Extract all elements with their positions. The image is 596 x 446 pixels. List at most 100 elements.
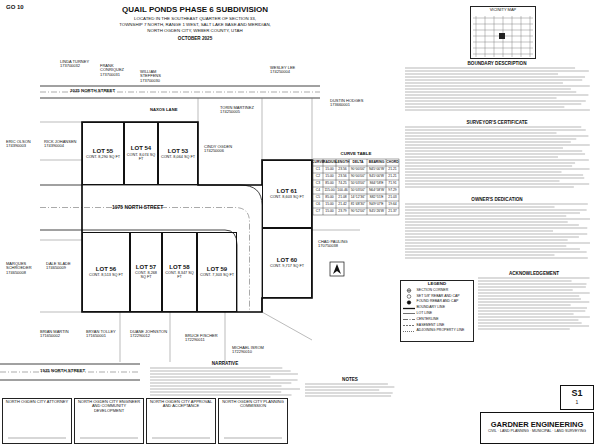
parcel-owner: DUSTIN HODGES 173660001 [330,99,368,108]
sheet-subtitle: TOWNSHIP 7 NORTH, RANGE 1 WEST, SALT LAK… [119,23,271,28]
node-body: CONT. 9,717 SQ FT [270,264,304,268]
curve-table-cell: 81°48'30" [351,203,366,207]
legend-text: LOT LINE [417,312,433,316]
parcel-owner: DUANE JOHNSTON 172290012 [130,330,168,339]
curve-table-cell: 97.29 [388,189,397,193]
legend-row: CENTERLINE [403,317,472,322]
curve-table-cell: 74.25 [338,182,347,186]
curve-table-cell: 21.03 [388,196,397,200]
legend-row: BOUNDARY LINE [403,306,472,311]
node-body: CONT. 8,290 SQ FT [86,155,120,159]
lot-parcel: LOT 56CONT. 8,513 SQ FT [82,232,130,312]
parcel-owner: WILLIAM STEFFENS 173700030 [140,70,178,83]
legend-row: ADJOINING PROPERTY LINE [403,329,472,334]
curve-table-grid [313,159,399,215]
legend-sample [403,294,415,299]
lot-parcel: LOT 57CONT. 8,268 SQ FT [130,232,162,312]
curve-table-cell: 90°00'00" [351,168,366,172]
curve-table-cell: 85.00 [325,196,334,200]
lot-parcel: LOT 54CONT. 8,074 SQ FT [124,122,158,185]
title-block: GARDNER ENGINEERINGCIVIL · LAND PLANNING… [480,412,594,444]
curve-table-cell: 90°00'00" [351,175,366,179]
node-heading: LOT 56 [96,266,116,273]
curve-table-cell: 90°52'00" [351,210,366,214]
curve-table-cell: 21.08 [338,196,347,200]
curve-table-cell: 21.21 [388,168,397,172]
curve-table-cell: C6 [316,203,320,207]
node-heading: LOT 57 [136,264,156,271]
node-heading: LOT 53 [168,148,188,155]
signature-lines [8,438,282,439]
curve-table-cell: C2 [316,175,320,179]
legend-row: LOT LINE [403,311,472,316]
legend-box: LEGENDSECTION CORNERSET 5/8" REBAR AND C… [400,280,474,342]
curve-table-cell: 15.00 [325,175,334,179]
curve-table-cell: 21.37 [388,210,397,214]
node-heading: NORTH OGDEN CITY ENGINEER AND COMMUNITY … [77,400,142,413]
node-heading: LOT 54 [131,145,151,152]
curve-table-cell: N45°00'W [369,168,384,172]
legend-row: SET 5/8" REBAR AND CAP [403,294,472,299]
node-body: CONT. 8,513 SQ FT [89,273,123,277]
legend-row: EASEMENT LINE [403,323,472,328]
section-heading: OWNER'S DEDICATION [471,197,522,202]
lot-parcel: LOT 55CONT. 8,290 SQ FT [82,122,124,185]
handwritten-note: GO 10 [6,4,24,11]
lot-parcel: LOT 60CONT. 9,717 SQ FT [262,228,312,298]
sheet-number: S11 [560,385,594,410]
curve-table-cell: 15.00 [325,168,334,172]
legend-sample [403,311,415,316]
approval-box: NORTH OGDEN CITY APPROVAL AND ACCEPTANCE [146,398,216,444]
node-heading: NORTH OGDEN CITY APPROVAL AND ACCEPTANCE [149,400,214,409]
node-body: CONT. 8,268 SQ FT [133,271,160,279]
parcel-owner: CINDY OGDEN 174250006 [204,145,242,154]
section-heading: ACKNOWLEDGEMENT [509,271,559,276]
curve-table-cell: C5 [316,196,320,200]
legend-text: BOUNDARY LINE [417,306,445,310]
vicinity-map: VICINITY MAP [470,6,536,59]
node-heading: CURVE TABLE [341,152,372,157]
curve-table-cell: 85.00 [325,182,334,186]
sheet-subtitle: NORTH OGDEN CITY, WEBER COUNTY, UTAH [147,29,242,34]
node-heading: GARDNER ENGINEERING [491,421,584,429]
legend-sample [403,306,415,311]
legend-text: SET 5/8" REBAR AND CAP [417,295,460,299]
parcel-owner: FRANK CONRIQUEZ 173700031 [100,64,138,77]
sheet-date: OCTOBER 2025 [178,36,212,41]
curve-table-cell: N49°07'E [369,203,383,207]
vicinity-map-sketch [473,16,533,57]
node-heading: LOT 55 [93,148,113,155]
node-heading: VICINITY MAP [490,8,517,12]
subdivision-boundary [82,122,312,312]
node-body: CONT. 8,064 SQ FT [161,155,195,159]
node-body: CONT. 7,303 SQ FT [200,273,234,277]
curve-table-cell: N64°58'W [369,189,384,193]
curve-table: CURVE TABLE [313,150,399,159]
curve-table-cell: 50°03'00" [351,182,366,186]
centerlines [0,92,320,372]
node-heading: LOT 58 [169,264,189,271]
section-heading: BOUNDARY DESCRIPTION [468,61,527,66]
legend-row: FOUND REBAR AND CAP [403,300,472,305]
curve-table-cell: BEARING [369,161,385,165]
north-arrow [330,262,344,276]
parcel-owner: DALE SLADE 174650009 [46,262,80,271]
legend-sample [403,288,415,293]
sheet-title: QUAIL PONDS PHASE 6 SUBDIVISION [122,6,268,15]
section-heading: NARRATIVE [212,361,238,366]
curve-table-cell: C7 [316,210,320,214]
node-body: CONT. 8,603 SQ FT [270,195,304,199]
approval-box: NORTH OGDEN CITY PLANNING COMMISSION [218,398,288,444]
node-body: CIVIL · LAND PLANNING · MUNICIPAL · LAND… [488,430,586,434]
parcel-owner: MARQUES SCHROEDER 174650008 [6,262,42,275]
text-block-lines [150,68,590,396]
parcel-owner: BRUCE FISCHER 172290011 [185,334,223,343]
parcel-owner: WESLEY LEE 174250004 [270,66,308,75]
parcel-owner: BRYAN TOLLEY 171650001 [86,330,124,339]
curve-table-cell: C3 [316,182,320,186]
approval-box: NORTH OGDEN CITY ATTORNEY [2,398,72,444]
curve-table-cell: 15.00 [325,210,334,214]
section-heading: NOTES [342,377,358,382]
parcel-owner: CHAD PAULING 170750038 [318,240,356,249]
